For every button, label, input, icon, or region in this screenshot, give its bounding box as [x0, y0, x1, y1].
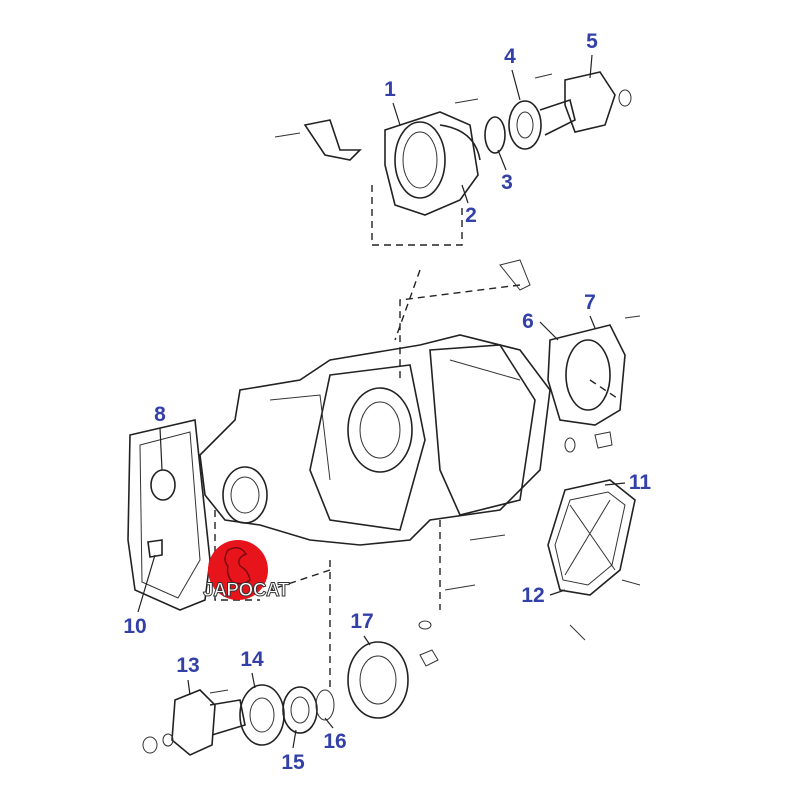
callout-11[interactable]: 11 [628, 471, 652, 494]
part-output-flange [142, 689, 246, 756]
callout-16[interactable]: 16 [323, 730, 347, 753]
callout-15[interactable]: 15 [281, 751, 305, 774]
leader-lines [137, 54, 626, 749]
callout-13[interactable]: 13 [176, 654, 200, 677]
assembly-lines [214, 185, 621, 690]
part-gasket-cover [127, 419, 211, 611]
part-bearing-flange [484, 71, 632, 154]
japocat-logo [208, 540, 268, 600]
callout-12[interactable]: 12 [521, 584, 545, 607]
callout-17[interactable]: 17 [350, 610, 374, 633]
callout-8[interactable]: 8 [154, 403, 166, 426]
part-transfer-case [199, 334, 551, 667]
callout-10[interactable]: 10 [123, 615, 147, 638]
part-side-adapter [499, 259, 641, 453]
part-seal-bearing [239, 641, 409, 746]
logo-text: JAPOCAT [203, 580, 290, 602]
part-rear-cover [547, 479, 641, 641]
callout-6[interactable]: 6 [522, 310, 534, 333]
callout-7[interactable]: 7 [584, 291, 596, 314]
callout-3[interactable]: 3 [501, 171, 513, 194]
part-extension-housing [274, 98, 481, 216]
callout-2[interactable]: 2 [465, 204, 477, 227]
callout-5[interactable]: 5 [586, 30, 598, 53]
callout-14[interactable]: 14 [240, 648, 264, 671]
callout-1[interactable]: 1 [384, 78, 396, 101]
callout-4[interactable]: 4 [504, 45, 516, 68]
